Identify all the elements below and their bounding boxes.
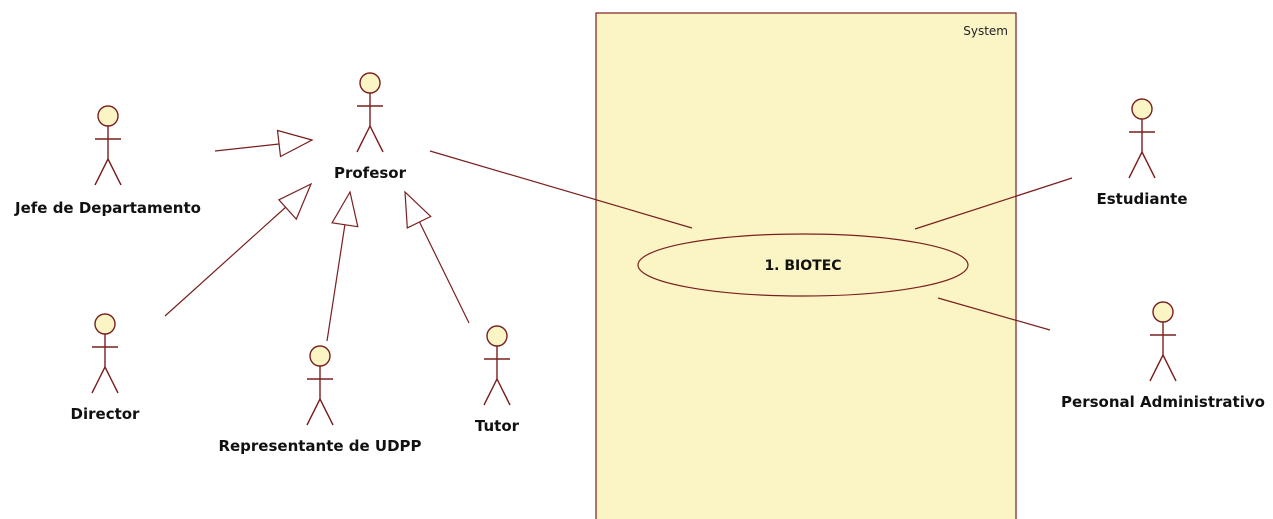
generalization-jefe-profesor[interactable] bbox=[214, 129, 314, 158]
actor-estudiante[interactable]: Estudiante bbox=[1096, 98, 1188, 208]
actor-profesor[interactable]: Profesor bbox=[334, 72, 407, 182]
actor-icon bbox=[356, 72, 384, 153]
actor-label: Personal Administrativo bbox=[1061, 393, 1265, 411]
actor-icon bbox=[91, 313, 119, 394]
actor-label: Profesor bbox=[334, 164, 407, 182]
actor-tutor[interactable]: Tutor bbox=[475, 325, 520, 435]
system-label: System bbox=[963, 24, 1008, 38]
actor-icon bbox=[1149, 301, 1177, 382]
association-estudiante-biotec[interactable] bbox=[914, 177, 1073, 230]
actor-label: Representante de UDPP bbox=[218, 437, 421, 455]
actor-director[interactable]: Director bbox=[71, 313, 141, 423]
actor-representante-de-udpp[interactable]: Representante de UDPP bbox=[218, 345, 422, 455]
actor-label: Estudiante bbox=[1096, 190, 1187, 208]
association-personal-biotec[interactable] bbox=[937, 297, 1051, 331]
actor-label: Tutor bbox=[475, 417, 520, 435]
actor-personal-administrativo[interactable]: Personal Administrativo bbox=[1061, 301, 1265, 411]
generalization-tutor-profesor[interactable] bbox=[404, 190, 470, 324]
generalization-director-profesor[interactable] bbox=[164, 182, 313, 317]
actor-icon bbox=[94, 105, 122, 186]
actor-jefe-de-departamento[interactable]: Jefe de Departamento bbox=[14, 105, 201, 217]
actor-icon bbox=[1128, 98, 1156, 179]
actor-label: Jefe de Departamento bbox=[14, 199, 201, 217]
association-profesor-biotec[interactable] bbox=[429, 150, 693, 229]
generalization-representante-profesor[interactable] bbox=[326, 190, 359, 342]
actor-label: Director bbox=[71, 405, 141, 423]
use-case-label: 1. BIOTEC bbox=[764, 258, 841, 274]
actor-icon bbox=[306, 345, 334, 426]
actor-icon bbox=[483, 325, 511, 406]
use-case-biotec[interactable]: 1. BIOTEC bbox=[637, 233, 969, 297]
